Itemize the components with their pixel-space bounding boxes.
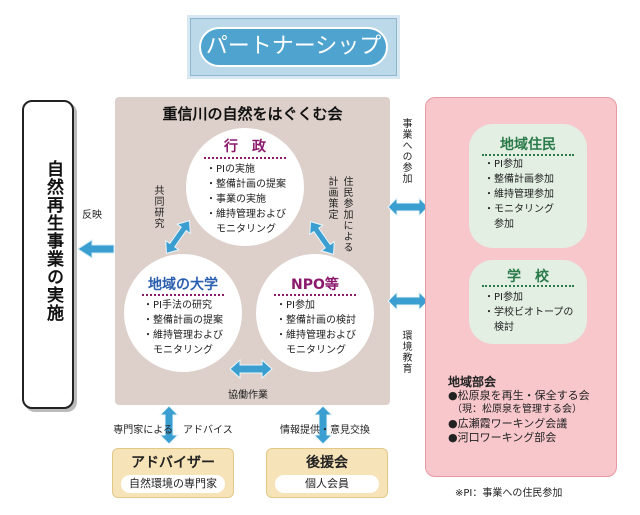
list-item: ・PI参加 bbox=[484, 159, 523, 170]
double-arrow-icon bbox=[312, 405, 334, 445]
list-item: ・PIの実施 bbox=[206, 164, 255, 175]
supporters-box: 後援会 個人会員 bbox=[266, 448, 388, 498]
npo-list: ・PI参加 ・整備計画の検討 ・維持管理および モニタリング bbox=[276, 298, 372, 358]
district-group-title: 地域部会 bbox=[448, 375, 497, 389]
joint-research-label: 共同研究 bbox=[152, 185, 163, 229]
list-item: ・維持管理参加 bbox=[484, 189, 554, 200]
gyosei-list: ・PIの実施 ・整備計画の提案 ・事業の実施 ・維持管理および モニタリング bbox=[206, 162, 302, 237]
list-item: ・PI参加 bbox=[484, 292, 523, 303]
footnote: ※PI：事業への住民参加 bbox=[455, 488, 563, 499]
list-item: ・PI参加 bbox=[276, 300, 315, 311]
collab-work-label: 協働作業 bbox=[228, 390, 268, 401]
council-title: 重信川の自然をはぐくむ会 bbox=[162, 105, 343, 123]
university-list: ・PI手法の研究 ・整備計画の提案 ・維持管理および モニタリング bbox=[143, 298, 239, 358]
list-item: ・学校ビオトープの bbox=[484, 307, 574, 318]
list-item: モニタリング bbox=[206, 224, 276, 235]
university-divider bbox=[142, 294, 224, 296]
implementation-box bbox=[22, 100, 74, 409]
supporters-subtitle: 個人会員 bbox=[275, 475, 379, 493]
gyosei-circle bbox=[186, 128, 304, 246]
title-banner: パートナーシップ bbox=[190, 18, 397, 76]
project-participation-label: 事業への参加 bbox=[400, 118, 411, 184]
gyosei-title: 行 政 bbox=[224, 139, 266, 155]
npo-title: NPO等 bbox=[291, 277, 339, 293]
double-arrow-icon bbox=[387, 290, 429, 312]
double-arrow-icon bbox=[309, 220, 335, 256]
university-title: 地域の大学 bbox=[148, 277, 218, 293]
list-item: ・整備計画の提案 bbox=[206, 179, 286, 190]
implementation-label: 自然再生事業の実施 bbox=[43, 160, 63, 322]
resident-planning-label: 住民参加による計画策定 bbox=[326, 176, 352, 253]
residents-card bbox=[469, 124, 587, 248]
list-item: ・維持管理および bbox=[206, 209, 286, 220]
reflect-label: 反映 bbox=[82, 210, 102, 221]
list-item: ・PI手法の研究 bbox=[143, 300, 212, 311]
double-arrow-icon bbox=[158, 405, 180, 445]
list-item: ・維持管理および bbox=[143, 330, 223, 341]
list-item: ・維持管理および bbox=[276, 330, 356, 341]
list-item: 検討 bbox=[484, 322, 514, 333]
district-group: 地域部会 ●松原泉を再生・保全する会 （現：松原泉を管理する会） ●広瀬霞ワーキ… bbox=[448, 375, 613, 445]
npo-divider bbox=[274, 294, 356, 296]
residents-divider bbox=[482, 154, 574, 156]
list-item: ●広瀬霞ワーキング会議 bbox=[448, 417, 568, 430]
residents-title: 地域住民 bbox=[500, 137, 556, 153]
adviser-subtitle: 自然環境の専門家 bbox=[121, 475, 225, 493]
expert-advice-label: 専門家による アドバイス bbox=[113, 425, 233, 436]
school-divider bbox=[482, 285, 574, 287]
list-item: ・整備計画の検討 bbox=[276, 315, 356, 326]
list-item: ・モニタリング bbox=[484, 204, 554, 215]
double-arrow-icon bbox=[387, 196, 429, 218]
gyosei-divider bbox=[204, 157, 286, 159]
env-education-label: 環境教育 bbox=[400, 330, 411, 374]
school-title: 学 校 bbox=[507, 269, 549, 285]
list-item: ●河口ワーキング部会 bbox=[448, 431, 557, 444]
adviser-title: アドバイザー bbox=[131, 455, 215, 471]
list-item: モニタリング bbox=[143, 345, 213, 356]
list-item: ●松原泉を再生・保全する会 bbox=[448, 389, 590, 402]
adviser-box: アドバイザー 自然環境の専門家 bbox=[112, 448, 234, 498]
double-arrow-icon bbox=[229, 358, 273, 380]
residents-list: ・PI参加 ・整備計画参加 ・維持管理参加 ・モニタリング 参加 bbox=[484, 157, 584, 232]
info-exchange-label: 情報提供・意見交換 bbox=[280, 425, 370, 436]
list-item: （現：松原泉を管理する会） bbox=[452, 404, 582, 415]
npo-circle bbox=[256, 254, 374, 372]
list-item: ・整備計画の提案 bbox=[143, 315, 223, 326]
list-item: ・事業の実施 bbox=[206, 194, 266, 205]
reflect-arrow-icon bbox=[77, 239, 115, 259]
school-list: ・PI参加 ・学校ビオトープの 検討 bbox=[484, 290, 584, 335]
university-circle bbox=[124, 254, 242, 372]
banner-title: パートナーシップ bbox=[199, 27, 388, 67]
supporters-title: 後援会 bbox=[306, 455, 348, 471]
double-arrow-icon bbox=[165, 219, 191, 255]
list-item: ・整備計画参加 bbox=[484, 174, 554, 185]
list-item: モニタリング bbox=[276, 345, 346, 356]
list-item: 参加 bbox=[484, 219, 514, 230]
school-card bbox=[469, 260, 587, 344]
